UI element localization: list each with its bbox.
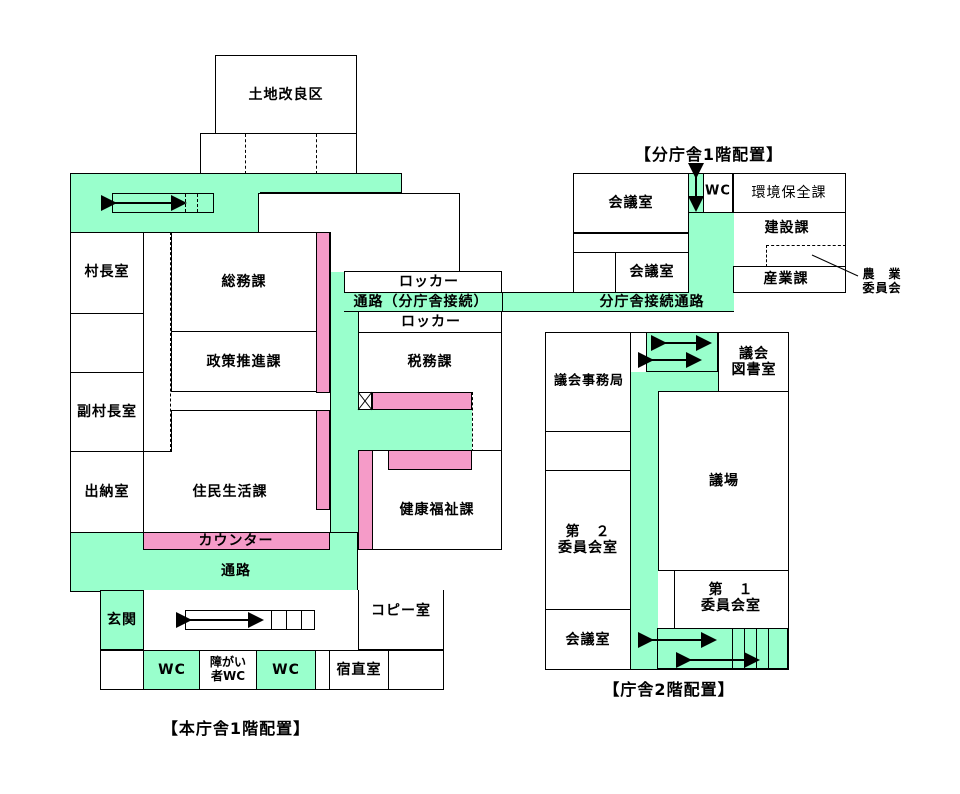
room-general-affairs-inner bbox=[171, 232, 317, 332]
room-tax[interactable] bbox=[358, 332, 502, 392]
room-meeting1[interactable] bbox=[573, 173, 689, 233]
room-vice-mayor-label: 副村長室 bbox=[77, 403, 137, 420]
room-copy-label: コピー室 bbox=[371, 602, 431, 619]
room-meeting1-label: 会議室 bbox=[608, 194, 654, 211]
room-assembly-strip bbox=[545, 431, 631, 471]
stair-step bbox=[756, 629, 757, 668]
room-tax-right bbox=[472, 392, 502, 452]
room-annex-small bbox=[573, 252, 616, 293]
room-general-affairs-label: 総務課 bbox=[221, 273, 267, 290]
room-policy-label: 政策推進課 bbox=[206, 353, 282, 370]
room-policy[interactable] bbox=[171, 332, 317, 392]
passage-label: 通路 bbox=[221, 562, 251, 579]
stair-step bbox=[286, 611, 287, 629]
room-environment[interactable] bbox=[733, 173, 846, 213]
agri-pointer-line bbox=[811, 254, 859, 277]
room-assembly-hall[interactable] bbox=[658, 391, 789, 571]
stair-step bbox=[768, 629, 769, 668]
room-assembly-office-label: 議会事務局 bbox=[553, 373, 625, 389]
cabinet-pink bbox=[372, 392, 472, 410]
stair-step bbox=[197, 194, 198, 212]
cabinet-pink bbox=[316, 410, 330, 510]
room-assembly-hall-label: 議場 bbox=[709, 472, 739, 489]
annex-connecting-passage[interactable] bbox=[344, 292, 734, 312]
stair-step bbox=[732, 629, 733, 668]
connecting-passage-label: 通路（分庁舎接続） bbox=[353, 293, 489, 310]
room-second-meeting-label: 会議室 bbox=[565, 631, 611, 648]
room-wc1[interactable] bbox=[143, 650, 200, 690]
room-construction-label: 建設課 bbox=[764, 219, 810, 236]
x-box-cross bbox=[357, 391, 373, 411]
room-general-affairs[interactable] bbox=[143, 232, 331, 533]
room-resident-shelf bbox=[143, 451, 171, 452]
room-treasurer-label: 出納室 bbox=[84, 483, 130, 500]
room-land-divider bbox=[316, 134, 317, 174]
room-inner-col bbox=[143, 232, 171, 452]
room-resident-side bbox=[171, 410, 172, 452]
room-library-label: 議会 図書室 bbox=[731, 345, 777, 378]
room-meeting2[interactable] bbox=[615, 252, 689, 293]
room-bottom-right bbox=[388, 650, 444, 690]
room-wc2-label: WC bbox=[272, 661, 300, 678]
annex-title: 【分庁舎1階配置】 bbox=[634, 144, 784, 164]
room-library[interactable] bbox=[718, 332, 789, 392]
passage-divider bbox=[502, 292, 503, 312]
room-copy[interactable] bbox=[358, 590, 444, 650]
main-building-title: 【本庁舎1階配置】 bbox=[161, 718, 311, 738]
room-land-improvement[interactable] bbox=[215, 55, 357, 135]
room-committee1-label: 第 １ 委員会室 bbox=[701, 581, 761, 614]
stair-step bbox=[301, 611, 302, 629]
stair-step bbox=[744, 629, 745, 668]
counter[interactable] bbox=[143, 532, 330, 550]
entrance-label: 玄関 bbox=[107, 611, 137, 628]
room-resident-top bbox=[171, 410, 317, 411]
cabinet-pink bbox=[358, 450, 373, 550]
room-land-improvement-label: 土地改良区 bbox=[248, 86, 324, 103]
room-locker-bottom-label: ロッカー bbox=[401, 313, 461, 330]
room-wc1-label: WC bbox=[158, 661, 186, 678]
room-assembly-office[interactable] bbox=[545, 332, 631, 432]
annex-corridor bbox=[689, 212, 734, 293]
room-wc2[interactable] bbox=[256, 650, 316, 690]
room-accessible-wc-label: 障がい者WC bbox=[210, 655, 247, 683]
room-committee2[interactable] bbox=[545, 470, 631, 610]
cabinet-pink bbox=[316, 232, 330, 393]
annex-passage-label: 分庁舎接続通路 bbox=[599, 293, 705, 310]
room-mayor-label: 村長室 bbox=[84, 263, 130, 280]
room-annex-wc-label: WC bbox=[705, 183, 731, 199]
room-treasurer[interactable] bbox=[70, 451, 144, 533]
room-agri-label: 農 業 委員会 bbox=[862, 267, 902, 295]
room-industry[interactable] bbox=[733, 266, 846, 293]
room-annex-wc[interactable] bbox=[703, 173, 733, 213]
second-floor-stair-bottom bbox=[657, 628, 788, 669]
room-committee1[interactable] bbox=[674, 570, 789, 629]
room-vice-mayor[interactable] bbox=[70, 372, 144, 452]
entrance-area[interactable] bbox=[100, 590, 144, 650]
room-meeting2-label: 会議室 bbox=[629, 263, 675, 280]
cabinet-pink bbox=[388, 450, 472, 470]
room-industry-label: 産業課 bbox=[763, 270, 809, 287]
room-environment-label: 環境保全課 bbox=[751, 184, 827, 201]
room-committee2-label: 第 ２ 委員会室 bbox=[558, 523, 618, 556]
room-second-meeting[interactable] bbox=[545, 609, 631, 670]
counter-label: カウンター bbox=[198, 532, 274, 549]
room-resident-label: 住民生活課 bbox=[192, 483, 268, 500]
second-floor-corridor-v bbox=[631, 372, 658, 669]
room-tax-label: 税務課 bbox=[407, 353, 453, 370]
room-health-label: 健康福祉課 bbox=[399, 501, 475, 518]
room-land-divider bbox=[245, 134, 246, 174]
stair-step bbox=[271, 611, 272, 629]
room-night-duty-label: 宿直室 bbox=[336, 661, 382, 678]
room-locker-top-label: ロッカー bbox=[399, 273, 459, 290]
second-floor-title: 【庁舎2階配置】 bbox=[603, 679, 735, 699]
